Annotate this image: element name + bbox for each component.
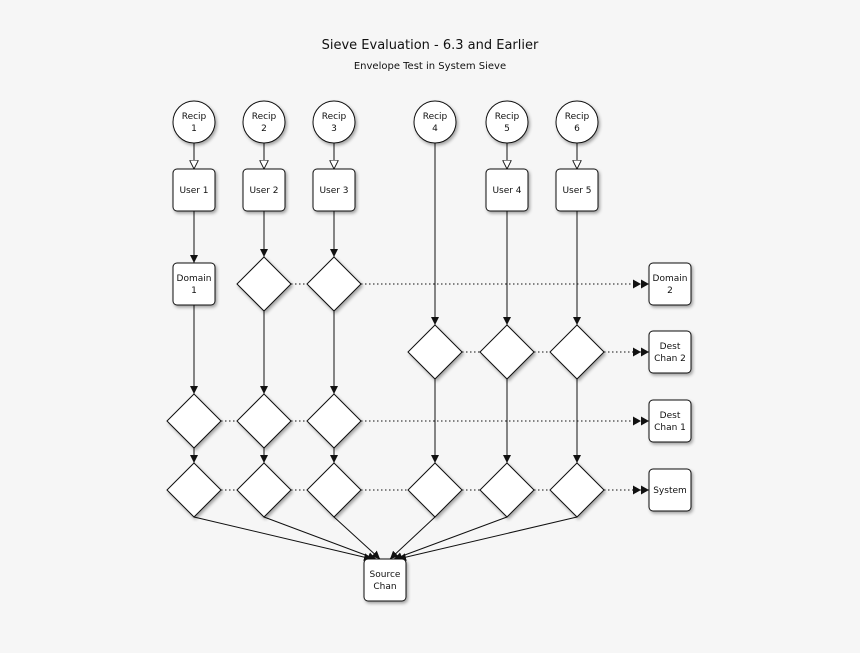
- recip-circle: [312, 100, 356, 144]
- node-label: User 2: [249, 186, 278, 196]
- node-label: Recip: [322, 112, 347, 122]
- node-label: User 1: [179, 186, 208, 196]
- node-label: Recip: [182, 112, 207, 122]
- decision-diamond: [306, 393, 362, 449]
- dest-chan-1-node-box: [648, 399, 692, 443]
- node-label: Chan 2: [654, 354, 686, 364]
- decision-diamond: [549, 324, 605, 380]
- node-label: System: [653, 486, 687, 496]
- node-label: 1: [191, 286, 197, 296]
- user-5-node-box: [555, 168, 599, 212]
- decision-diamond: [407, 462, 463, 518]
- decision-diamond: [236, 256, 292, 312]
- node-label: 6: [574, 124, 580, 134]
- recip-node-2: Recip 2: [242, 100, 286, 144]
- decision-diamond: [166, 393, 222, 449]
- recip-circle: [485, 100, 529, 144]
- domain-1-node: Domain 1: [172, 262, 216, 306]
- node-label: User 5: [562, 186, 591, 196]
- node-label: User 3: [319, 186, 348, 196]
- decision-diamond: [549, 462, 605, 518]
- user-3-node: User 3: [312, 168, 356, 212]
- node-label: Recip: [495, 112, 520, 122]
- user-4-node-box: [485, 168, 529, 212]
- recip-circle: [172, 100, 216, 144]
- decision-diamond: [306, 462, 362, 518]
- domain-1-node-box: [172, 262, 216, 306]
- user-3-node-box: [312, 168, 356, 212]
- decision-diamond: [166, 462, 222, 518]
- nodes: Recip 1 Recip 2 Recip 3 Recip 4 Recip 5 Recip 6User…: [166, 100, 692, 602]
- node-label: 3: [331, 124, 337, 134]
- node-label: Dest: [660, 411, 681, 421]
- to-source-line: [263, 516, 377, 560]
- node-label: Chan: [373, 582, 396, 592]
- system-node-box: [648, 468, 692, 512]
- decision-diamond: [236, 393, 292, 449]
- user-4-node: User 4: [485, 168, 529, 212]
- node-label: Dest: [660, 342, 681, 352]
- node-label: User 4: [492, 186, 521, 196]
- recip-node-5: Recip 5: [485, 100, 529, 144]
- user-2-node: User 2: [242, 168, 286, 212]
- node-label: Recip: [423, 112, 448, 122]
- diagram-title: Sieve Evaluation - 6.3 and Earlier: [321, 38, 539, 53]
- decision-diamond: [407, 324, 463, 380]
- node-label: Source: [370, 570, 401, 580]
- node-label: Domain: [177, 274, 212, 284]
- node-label: Recip: [252, 112, 277, 122]
- system-node: System: [648, 468, 692, 512]
- recip-node-1: Recip 1: [172, 100, 216, 144]
- recip-node-4: Recip 4: [413, 100, 457, 144]
- user-1-node: User 1: [172, 168, 216, 212]
- node-label: Recip: [565, 112, 590, 122]
- recip-node-3: Recip 3: [312, 100, 356, 144]
- dest-chan-2-node-box: [648, 330, 692, 374]
- domain-2-node-box: [648, 262, 692, 306]
- recip-circle: [555, 100, 599, 144]
- decision-diamond: [306, 256, 362, 312]
- to-source-line: [389, 516, 436, 560]
- decision-diamond: [236, 462, 292, 518]
- to-source-line: [333, 516, 381, 560]
- recip-node-6: Recip 6: [555, 100, 599, 144]
- recip-circle: [242, 100, 286, 144]
- node-label: 1: [191, 124, 197, 134]
- to-source-line: [397, 516, 578, 562]
- node-label: Chan 1: [654, 423, 686, 433]
- user-2-node-box: [242, 168, 286, 212]
- edges: [193, 143, 649, 562]
- node-label: Domain: [653, 274, 688, 284]
- diagram-subtitle: Envelope Test in System Sieve: [353, 61, 507, 72]
- decision-diamond: [479, 324, 535, 380]
- domain-2-node: Domain 2: [648, 262, 692, 306]
- node-label: 2: [261, 124, 267, 134]
- to-source-line: [193, 516, 373, 562]
- node-label: 4: [432, 124, 438, 134]
- to-source-line: [393, 516, 508, 560]
- user-5-node: User 5: [555, 168, 599, 212]
- node-label: 2: [667, 286, 673, 296]
- source-chan-node-box: [363, 558, 407, 602]
- node-label: 5: [504, 124, 510, 134]
- user-1-node-box: [172, 168, 216, 212]
- decision-diamond: [479, 462, 535, 518]
- recip-circle: [413, 100, 457, 144]
